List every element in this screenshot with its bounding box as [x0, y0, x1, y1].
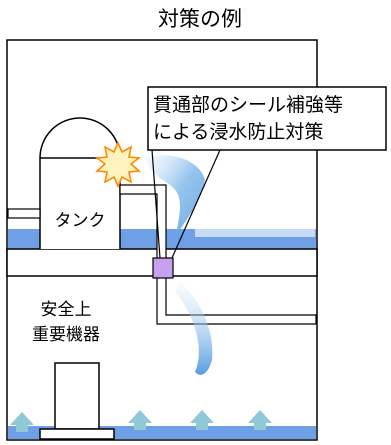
diagram-title: 対策の例: [158, 7, 242, 31]
penetration-seal: [152, 257, 174, 279]
equipment-label-line-1: 安全上: [41, 300, 92, 320]
callout-box: [147, 86, 387, 151]
left-pipe: [7, 208, 41, 219]
tank-label: タンク: [55, 211, 106, 231]
flash-icon: [94, 141, 142, 188]
callout-line-2: による浸水防止対策: [153, 121, 323, 143]
up-arrow-icon: [248, 410, 272, 430]
equipment-body: [54, 362, 100, 430]
upper-floor-water-highlight: [195, 229, 315, 237]
callout-leader-right: [171, 149, 221, 259]
equipment-base: [39, 428, 115, 440]
callout-leader-left: [151, 149, 161, 259]
equipment-label-line-2: 重要機器: [32, 325, 100, 345]
leak-stream-lower: [175, 282, 213, 375]
rising-water-arrows: [10, 410, 272, 432]
leak-stream-upper: [145, 155, 205, 238]
up-arrow-icon: [190, 410, 214, 430]
up-arrow-icon: [128, 410, 152, 430]
callout-line-1: 貫通部のシール補強等: [153, 94, 343, 116]
up-arrow-icon: [10, 412, 34, 432]
